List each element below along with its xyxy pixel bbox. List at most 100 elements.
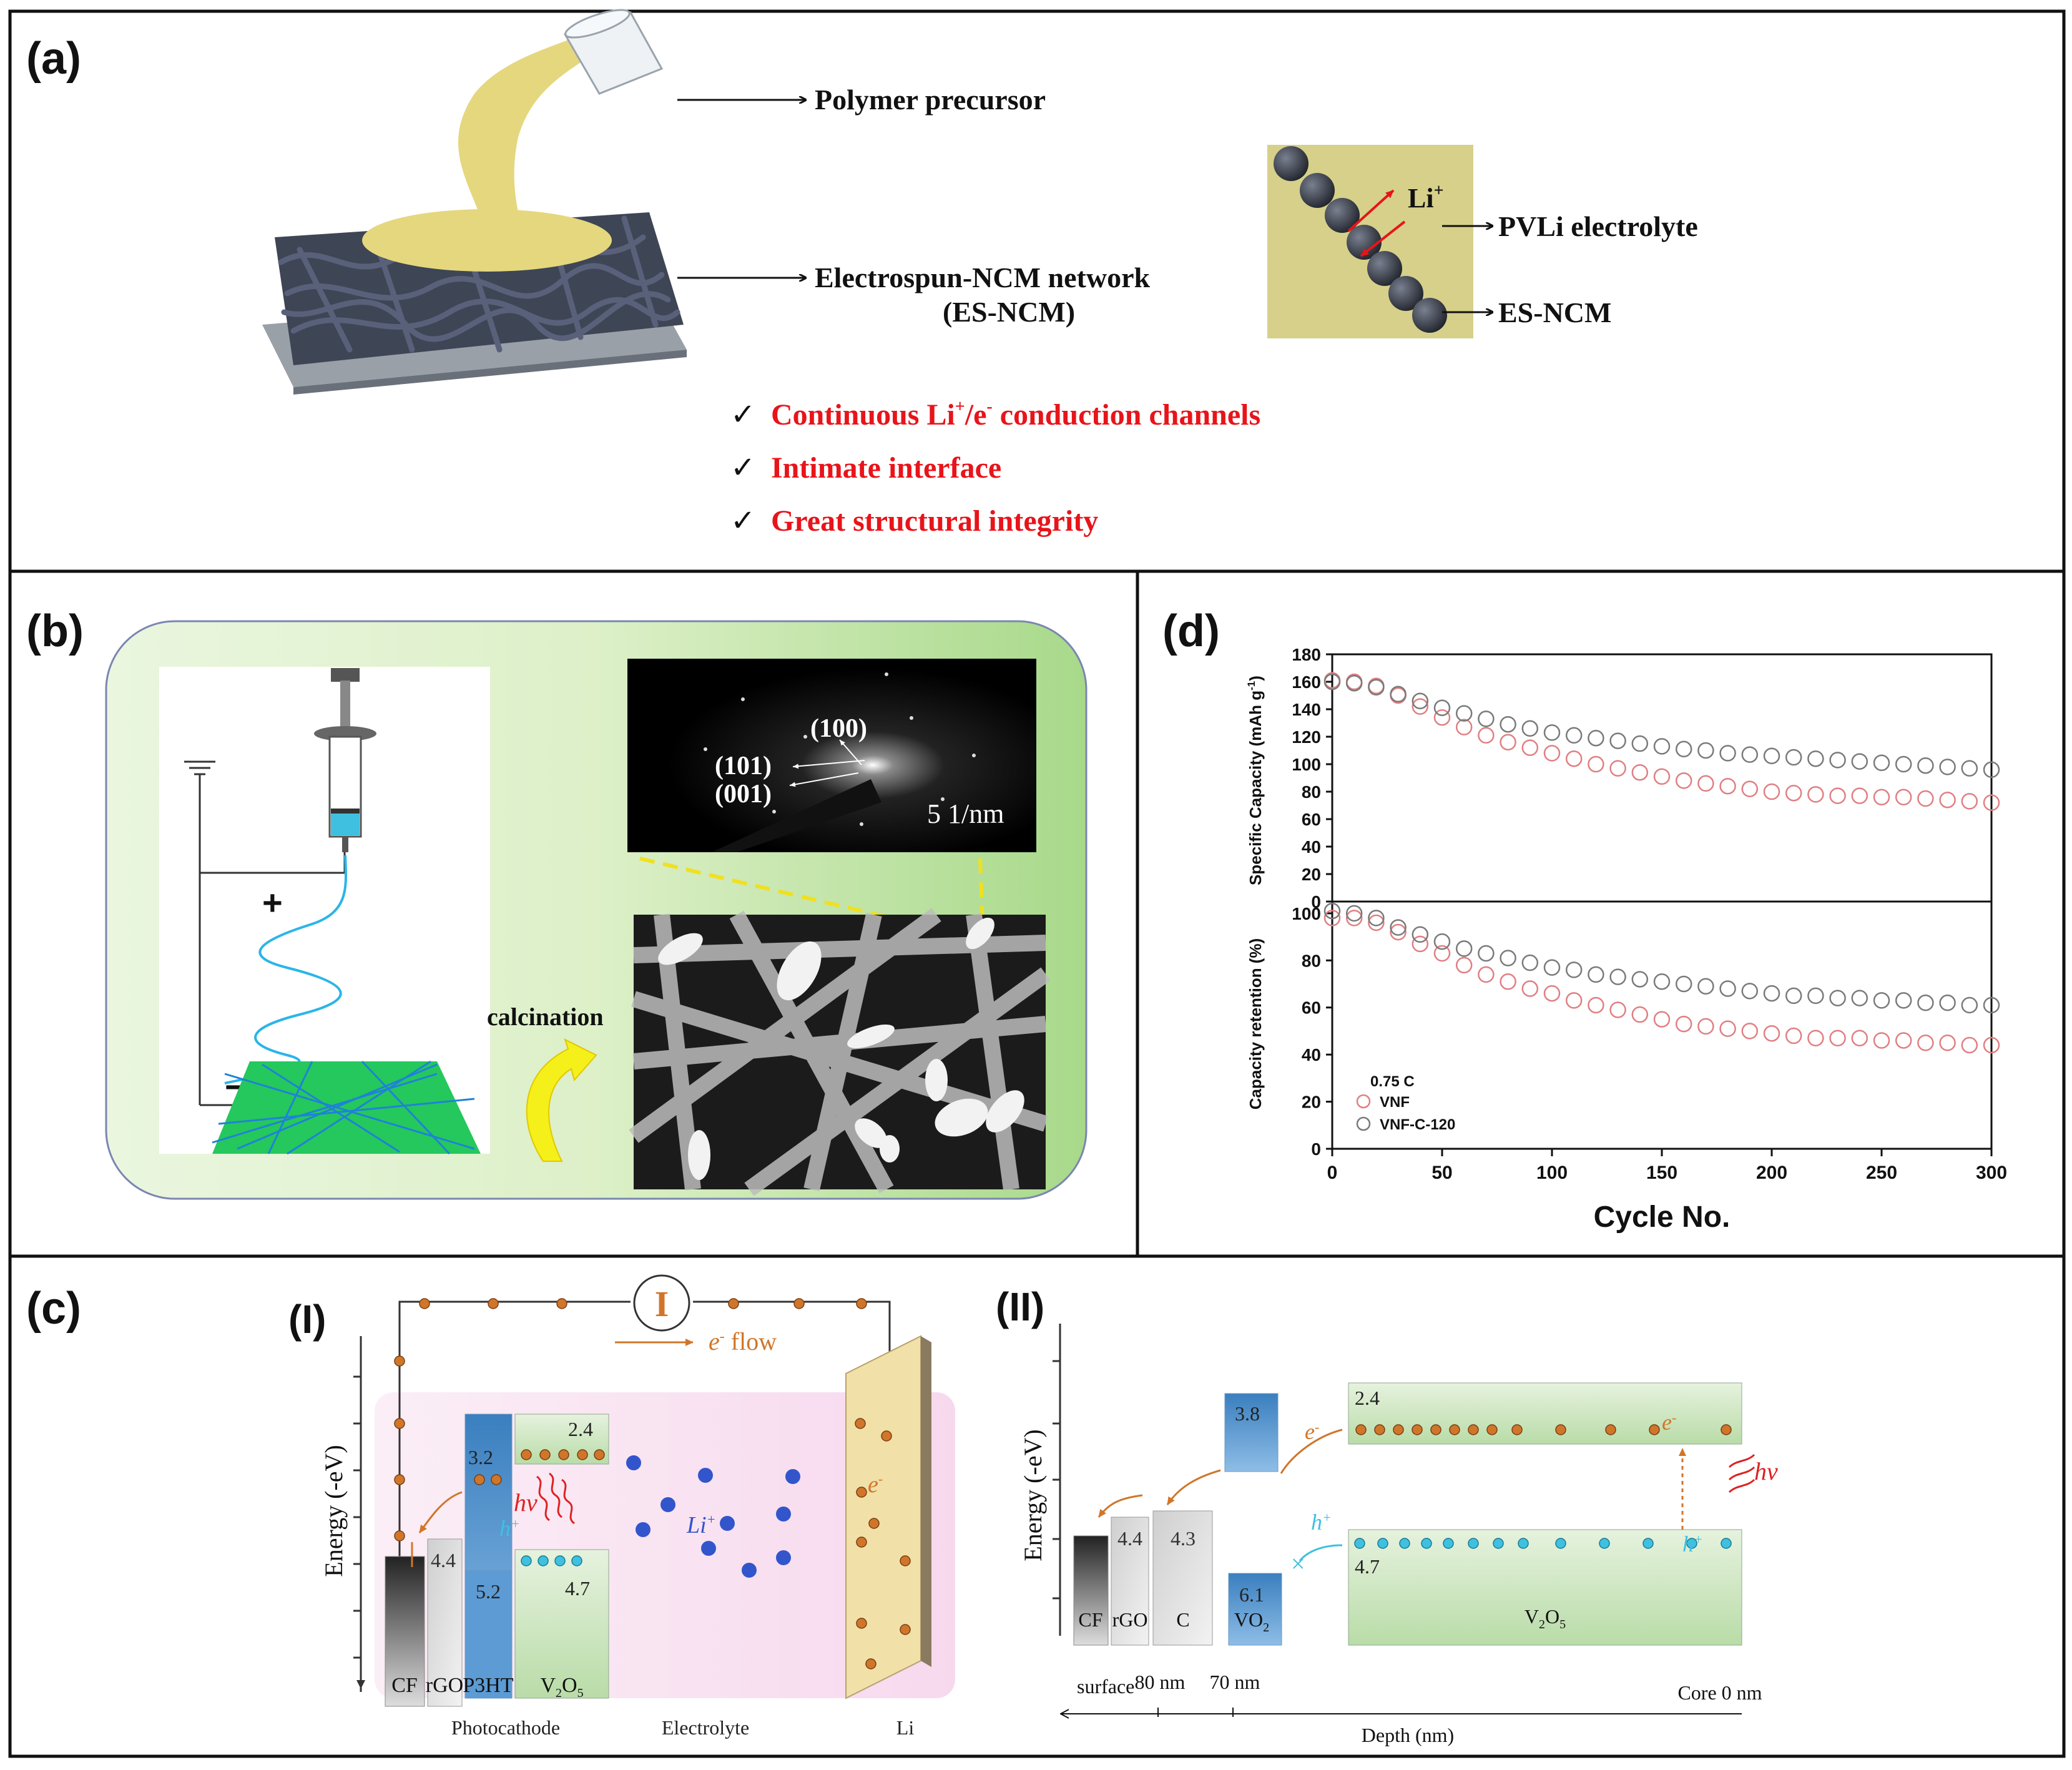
data-point [1917, 994, 1934, 1011]
p3ht-lower-box [464, 1570, 513, 1699]
depth-80: 80 nm [1135, 1671, 1186, 1693]
data-point [1588, 966, 1604, 983]
legend-marker-vnf [1356, 1094, 1371, 1109]
data-point [1478, 727, 1495, 744]
photocathode-label: Photocathode [451, 1716, 560, 1739]
data-point [1455, 705, 1473, 722]
data-point [1345, 673, 1363, 691]
data-point [1895, 992, 1912, 1009]
data-point [1521, 720, 1539, 737]
panel-d-label: (d) [1162, 606, 1220, 656]
ammeter [633, 1274, 690, 1332]
legend-title: 0.75 C [1370, 1073, 1415, 1090]
data-point [1500, 973, 1516, 990]
data-point [1961, 793, 1978, 810]
x-tick-label: 100 [1536, 1163, 1568, 1183]
part-ii-label: (II) [996, 1284, 1044, 1329]
data-point [1873, 754, 1890, 772]
level-24: 2.4 [568, 1418, 593, 1440]
data-point [1697, 1018, 1714, 1035]
data-point [1631, 1006, 1649, 1023]
saed-100: (100) [810, 714, 867, 743]
data-point [1807, 786, 1824, 803]
data-point [1741, 983, 1759, 1000]
data-point [1609, 732, 1626, 749]
panel-c: (c) (I) Energy (-eV) I [26, 1274, 1778, 1746]
data-point [1917, 790, 1934, 807]
ii-vo2: VO2 [1234, 1608, 1269, 1635]
data-point [1543, 959, 1561, 976]
data-point [1983, 761, 2000, 779]
rgo-box [427, 1538, 463, 1707]
check-mark-1: ✓ [730, 398, 755, 431]
panel-b-label: (b) [26, 606, 84, 656]
check-mark-2: ✓ [730, 451, 755, 484]
data-point [1741, 746, 1759, 763]
data-point [1500, 950, 1516, 966]
data-point [1543, 745, 1561, 762]
v2o5-vb-box-ii [1348, 1529, 1742, 1646]
saed-pattern: (100) (101) (001) 5 1/nm [627, 659, 1036, 852]
y-tick-label: 40 [1302, 837, 1321, 857]
data-point [1697, 978, 1714, 995]
ii-rgo: rGO [1112, 1608, 1148, 1631]
data-point [1609, 760, 1626, 777]
eflow-label: e- flow [709, 1327, 777, 1355]
depth-core: Core 0 nm [1677, 1681, 1762, 1704]
data-point [1323, 673, 1341, 691]
li-ions [626, 1455, 800, 1578]
li-plate-e: e- [868, 1471, 883, 1498]
panel-a-label: (a) [26, 34, 81, 84]
data-point [1873, 992, 1890, 1009]
data-point [1895, 789, 1912, 806]
level-44: 4.4 [431, 1549, 456, 1571]
part-i-label: (I) [288, 1297, 326, 1342]
x-tick-label: 50 [1431, 1163, 1452, 1183]
outer-border [8, 9, 2066, 1758]
ii-cf: CF [1078, 1608, 1102, 1631]
vo2-box [1228, 1573, 1282, 1646]
ii-hplus-left: h+ [1311, 1510, 1332, 1535]
data-point [1939, 759, 1956, 775]
data-point [1763, 747, 1780, 765]
ii-e-right: e- [1662, 1410, 1676, 1435]
data-point [1412, 926, 1429, 943]
panel-c-part-i: (I) Energy (-eV) I e- flow [288, 1274, 955, 1739]
polymer-precursor-label: Polymer precursor [815, 84, 1046, 116]
data-point [1500, 734, 1516, 751]
li-label: Li [1408, 183, 1434, 214]
data-point [1609, 1001, 1626, 1018]
collector-mat [212, 1061, 481, 1154]
li-ion-label: Li+ [686, 1512, 716, 1538]
y-tick-label: 0 [1311, 892, 1321, 912]
y-tick-label: 20 [1302, 1093, 1321, 1112]
ii-c: C [1176, 1608, 1189, 1631]
ncm-network-illustration [262, 9, 687, 395]
bottom-ylabel: Capacity retention (%) [1246, 938, 1265, 1110]
level-52: 5.2 [476, 1580, 501, 1603]
sem-image [629, 908, 1051, 1196]
data-point [1609, 968, 1626, 985]
y-tick-label: 100 [1292, 755, 1321, 774]
data-point [1653, 973, 1671, 990]
data-point [1412, 698, 1429, 715]
data-point [1829, 990, 1846, 1006]
data-point [1873, 789, 1890, 806]
x-tick-label: 300 [1976, 1163, 2007, 1183]
rgo-label: rGO [426, 1674, 463, 1697]
y-tick-label: 140 [1292, 700, 1321, 719]
data-point [1323, 910, 1341, 927]
data-point [1631, 971, 1649, 988]
plus-sign: + [262, 883, 283, 922]
data-point [1565, 750, 1583, 767]
data-point [1565, 992, 1583, 1009]
data-point [1785, 784, 1802, 802]
data-point [1983, 996, 2000, 1014]
li-transport-inset: Li+ [1267, 145, 1473, 338]
data-point [1368, 677, 1385, 694]
data-point [1741, 780, 1759, 797]
level-32: 3.2 [468, 1446, 493, 1468]
data-point [1455, 956, 1473, 974]
level-38-box [1224, 1393, 1279, 1472]
